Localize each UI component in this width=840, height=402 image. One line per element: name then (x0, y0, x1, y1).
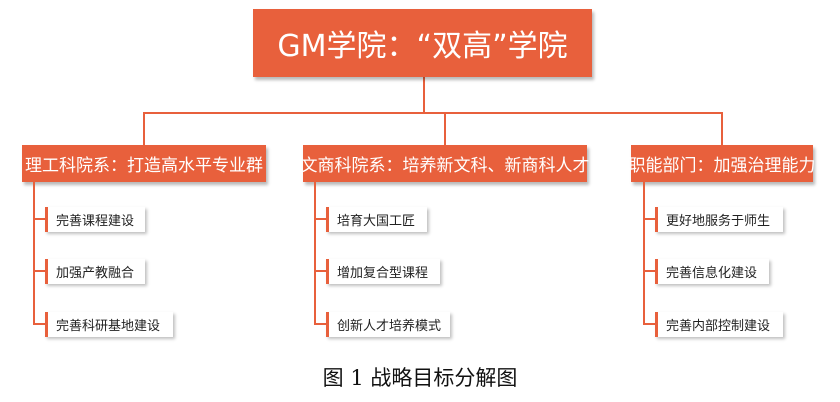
leaf-item-label: 完善内部控制建设 (666, 319, 771, 334)
root-node-label: GM学院：“双高”学院 (277, 29, 568, 64)
leaf-item-label: 完善科研基地建设 (56, 319, 161, 334)
leaf-item-label: 完善信息化建设 (666, 266, 758, 281)
leaf-item: 更好地服务于师生 (655, 207, 783, 232)
category-label: 文商科院系：培养新文科、新商科人才 (300, 156, 590, 176)
connector-cat-1-down (444, 112, 446, 145)
branch-tick (314, 218, 326, 220)
branch-tick (643, 323, 655, 325)
root-node: GM学院：“双高”学院 (253, 9, 592, 77)
leaf-item: 创新人才培养模式 (326, 312, 450, 337)
category-node-liberal-arts-business: 文商科院系：培养新文科、新商科人才 (300, 145, 590, 182)
leaf-item-label: 更好地服务于师生 (666, 214, 771, 229)
leaf-item-label: 创新人才培养模式 (337, 319, 442, 334)
figure-caption: 图 1 战略目标分解图 (322, 366, 518, 390)
leaf-item: 加强产教融合 (45, 259, 145, 284)
leaf-item: 培育大国工匠 (326, 207, 427, 232)
category-node-functional-departments: 职能部门：加强治理能力 (628, 145, 816, 182)
branch-line-cat-0 (33, 182, 35, 324)
leaf-item: 完善科研基地建设 (45, 312, 173, 337)
branch-tick (33, 218, 45, 220)
branch-tick (643, 218, 655, 220)
leaf-item: 增加复合型课程 (326, 259, 440, 284)
leaf-item: 完善课程建设 (45, 207, 145, 232)
branch-line-cat-1 (314, 182, 316, 324)
branch-tick (33, 323, 45, 325)
connector-horizontal (143, 112, 723, 114)
branch-tick (643, 270, 655, 272)
category-node-science-engineering: 理工科院系：打造高水平专业群 (22, 145, 266, 182)
leaf-item-label: 完善课程建设 (56, 214, 135, 229)
branch-tick (314, 323, 326, 325)
category-label: 职能部门：加强治理能力 (628, 156, 816, 176)
leaf-item-label: 增加复合型课程 (337, 266, 429, 281)
connector-root-down (423, 77, 425, 113)
branch-tick (33, 270, 45, 272)
branch-line-cat-2 (643, 182, 645, 324)
leaf-item: 完善内部控制建设 (655, 312, 783, 337)
leaf-item: 完善信息化建设 (655, 259, 769, 284)
leaf-item-label: 加强产教融合 (56, 266, 135, 281)
leaf-item-label: 培育大国工匠 (337, 214, 416, 229)
connector-cat-2-down (721, 112, 723, 145)
connector-cat-0-down (143, 112, 145, 145)
category-label: 理工科院系：打造高水平专业群 (25, 156, 263, 176)
branch-tick (314, 270, 326, 272)
